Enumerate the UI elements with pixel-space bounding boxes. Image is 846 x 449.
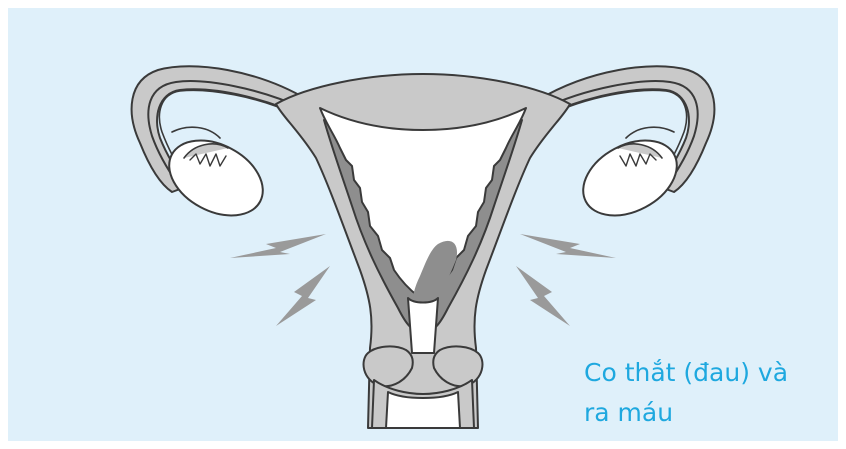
pain-lightning-icon <box>516 266 570 326</box>
pain-lightning-icon <box>520 234 616 258</box>
caption-line-2: ra máu <box>584 393 834 433</box>
cervical-canal <box>408 298 438 353</box>
pain-lightning-icon <box>230 234 326 258</box>
illustration-panel: Co thắt (đau) và ra máu <box>8 8 838 441</box>
symptom-caption: Co thắt (đau) và ra máu <box>584 353 834 433</box>
left-ovary-icon <box>156 125 275 230</box>
pain-lightning-icon <box>276 266 330 326</box>
caption-line-1: Co thắt (đau) và <box>584 353 834 393</box>
right-ovary-icon <box>570 125 689 230</box>
